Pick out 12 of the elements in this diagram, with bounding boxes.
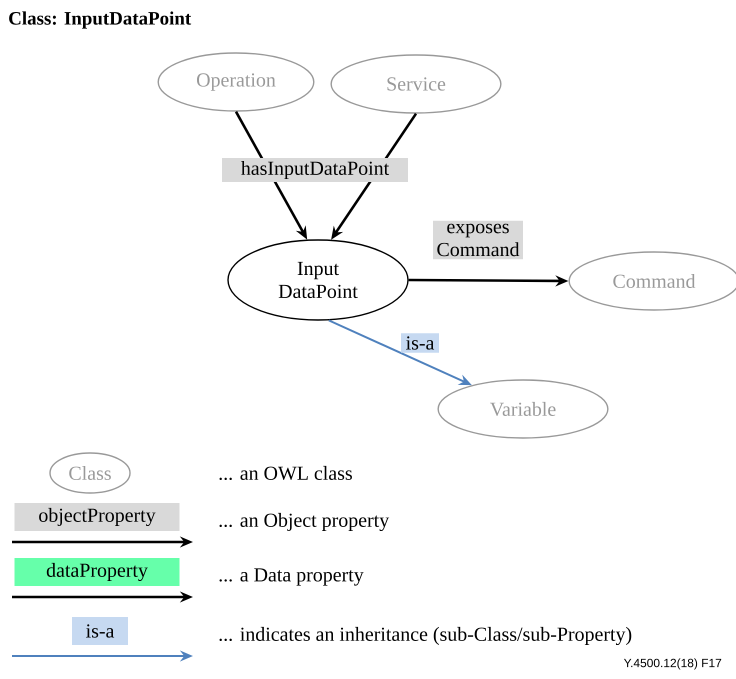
edge-label: exposes Command bbox=[433, 220, 523, 260]
label-box: is-a bbox=[72, 617, 128, 645]
legend-text: ... an OWL class bbox=[220, 466, 352, 480]
edge-label: is-a bbox=[401, 333, 439, 353]
legend-text: ... an Object property bbox=[220, 512, 390, 532]
label-box: dataProperty bbox=[14, 558, 180, 586]
edge-label: hasInputDataPoint bbox=[222, 158, 408, 182]
title: Class: InputDataPoint bbox=[9, 11, 192, 29]
legend-text: ... indicates an inheritance (sub-Class/sub-Property) bbox=[220, 626, 632, 646]
figure-number: Y.4500.12(18) F17 bbox=[624, 658, 722, 670]
legend-text: ... a Data property bbox=[220, 568, 364, 586]
label-box: objectProperty bbox=[14, 503, 180, 531]
